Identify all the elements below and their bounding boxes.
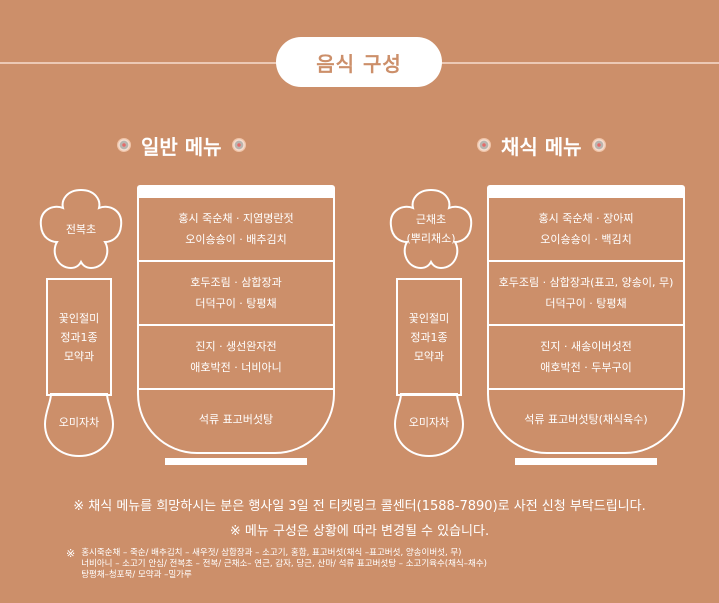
bowl-row: 홍시 죽순채 · 지염명란젓 오이숑숑이 · 배추김치	[139, 198, 333, 262]
bowl-foot	[515, 458, 657, 465]
general-main-bowl: 홍시 죽순채 · 지염명란젓 오이숑숑이 · 배추김치 호두조림 · 삼합장과 …	[137, 185, 335, 465]
flower-ornament-icon	[117, 138, 131, 152]
menu-line: 오이숑숑이 · 배추김치	[185, 233, 287, 246]
vegetarian-menu-heading: 채식 메뉴	[477, 130, 606, 160]
general-dessert-item: 정과1종	[60, 330, 98, 344]
menu-change-notice: ※ 메뉴 구성은 상황에 따라 변경될 수 있습니다.	[229, 524, 490, 539]
bowl-rim	[137, 185, 335, 198]
bowl-row: 석류 표고버섯탕	[139, 390, 333, 448]
flower-plate-icon	[39, 188, 123, 270]
general-dessert-item: 꽃인절미	[58, 311, 100, 325]
bowl-row: 진지 · 새송이버섯전 애호박전 · 두부구이	[489, 326, 683, 390]
ingredient-footnote: ※ 홍시죽순채 – 죽순/ 배추김치 – 새우젓/ 삼합장과 – 소고기, 홍합…	[66, 548, 487, 581]
menu-line: 더덕구이 · 탕평채	[545, 297, 627, 310]
general-flower-item: 전복초	[65, 222, 97, 236]
flower-ornament-icon	[591, 138, 606, 152]
page-title: 음식 구성	[276, 37, 442, 87]
menu-line: 호두조림 · 삼합장과(표고, 양송이, 무)	[498, 276, 674, 289]
bowl-row: 진지 · 생선완자전 애호박전 · 너비아니	[139, 326, 333, 390]
general-tea-cup: 오미자차	[43, 392, 115, 460]
vegetarian-menu-title: 채식 메뉴	[501, 134, 582, 159]
tea-cup-icon	[393, 393, 465, 458]
vegetarian-main-bowl: 홍시 죽순채 · 장아찌 오이숑숑이 · 백김치 호두조림 · 삼합장과(표고,…	[487, 185, 685, 465]
menu-line: 애호박전 · 두부구이	[540, 361, 632, 374]
menu-line: 홍시 죽순채 · 장아찌	[538, 212, 634, 225]
bowl-foot	[165, 458, 307, 465]
bowl-body: 홍시 죽순채 · 지염명란젓 오이숑숑이 · 배추김치 호두조림 · 삼합장과 …	[137, 198, 335, 454]
general-dessert-box: 꽃인절미 정과1종 모약과	[46, 278, 112, 396]
footnote-line: 너비아니 – 소고기 안심/ 전복초 – 전복/ 근채소– 연근, 감자, 당근…	[81, 559, 487, 569]
menu-line: 더덕구이 · 탕평채	[195, 297, 277, 310]
vegetarian-tea-cup: 오미자차	[393, 392, 465, 460]
bowl-row: 호두조림 · 삼합장과 더덕구이 · 탕평채	[139, 262, 333, 326]
bowl-body: 홍시 죽순채 · 장아찌 오이숑숑이 · 백김치 호두조림 · 삼합장과(표고,…	[487, 198, 685, 454]
vegetarian-flower-item-note: (뿌리채소)	[406, 232, 456, 245]
footnote-line: 홍시죽순채 – 죽순/ 배추김치 – 새우젓/ 삼합장과 – 소고기, 홍합, …	[81, 548, 462, 558]
vegetarian-dessert-item: 정과1종	[410, 330, 448, 344]
vegetarian-dessert-item: 꽃인절미	[408, 311, 450, 325]
footnote-line: 탕평채–청포묵/ 모약과 –밀가루	[81, 570, 192, 580]
general-menu-title: 일반 메뉴	[141, 134, 222, 159]
bowl-row: 석류 표고버섯탕(채식육수)	[489, 390, 683, 448]
vegetarian-dessert-box: 꽃인절미 정과1종 모약과	[396, 278, 462, 396]
menu-line: 오이숑숑이 · 백김치	[540, 233, 632, 246]
reference-mark: ※	[66, 547, 76, 560]
menu-line: 애호박전 · 너비아니	[190, 361, 282, 374]
vegetarian-flower-plate: 근채초 (뿌리채소)	[385, 186, 477, 272]
page-title-text: 음식 구성	[316, 51, 402, 76]
vegetarian-flower-item: 근채초	[415, 213, 447, 226]
flower-plate-icon	[389, 188, 473, 270]
menu-line: 진지 · 생선완자전	[195, 340, 277, 353]
bowl-row: 홍시 죽순채 · 장아찌 오이숑숑이 · 백김치	[489, 198, 683, 262]
general-dessert-item: 모약과	[63, 349, 95, 363]
menu-line: 호두조림 · 삼합장과	[190, 276, 282, 289]
general-flower-plate: 전복초	[35, 186, 127, 272]
general-menu-heading: 일반 메뉴	[117, 130, 246, 160]
bowl-rim	[487, 185, 685, 198]
bowl-row: 호두조림 · 삼합장과(표고, 양송이, 무) 더덕구이 · 탕평채	[489, 262, 683, 326]
menu-line: 진지 · 새송이버섯전	[540, 340, 632, 353]
vegetarian-dessert-item: 모약과	[413, 349, 445, 363]
tea-cup-icon	[43, 393, 115, 458]
general-tea-item: 오미자차	[58, 416, 100, 429]
vegetarian-request-notice: ※ 채식 메뉴를 희망하시는 분은 행사일 3일 전 티켓링크 콜센터(1588…	[73, 499, 646, 514]
vegetarian-tea-item: 오미자차	[408, 416, 450, 429]
menu-line: 홍시 죽순채 · 지염명란젓	[178, 212, 294, 225]
flower-ornament-icon	[477, 138, 491, 152]
menu-line: 석류 표고버섯탕	[198, 412, 274, 426]
menu-line: 석류 표고버섯탕(채식육수)	[524, 412, 648, 426]
flower-ornament-icon	[231, 138, 246, 152]
